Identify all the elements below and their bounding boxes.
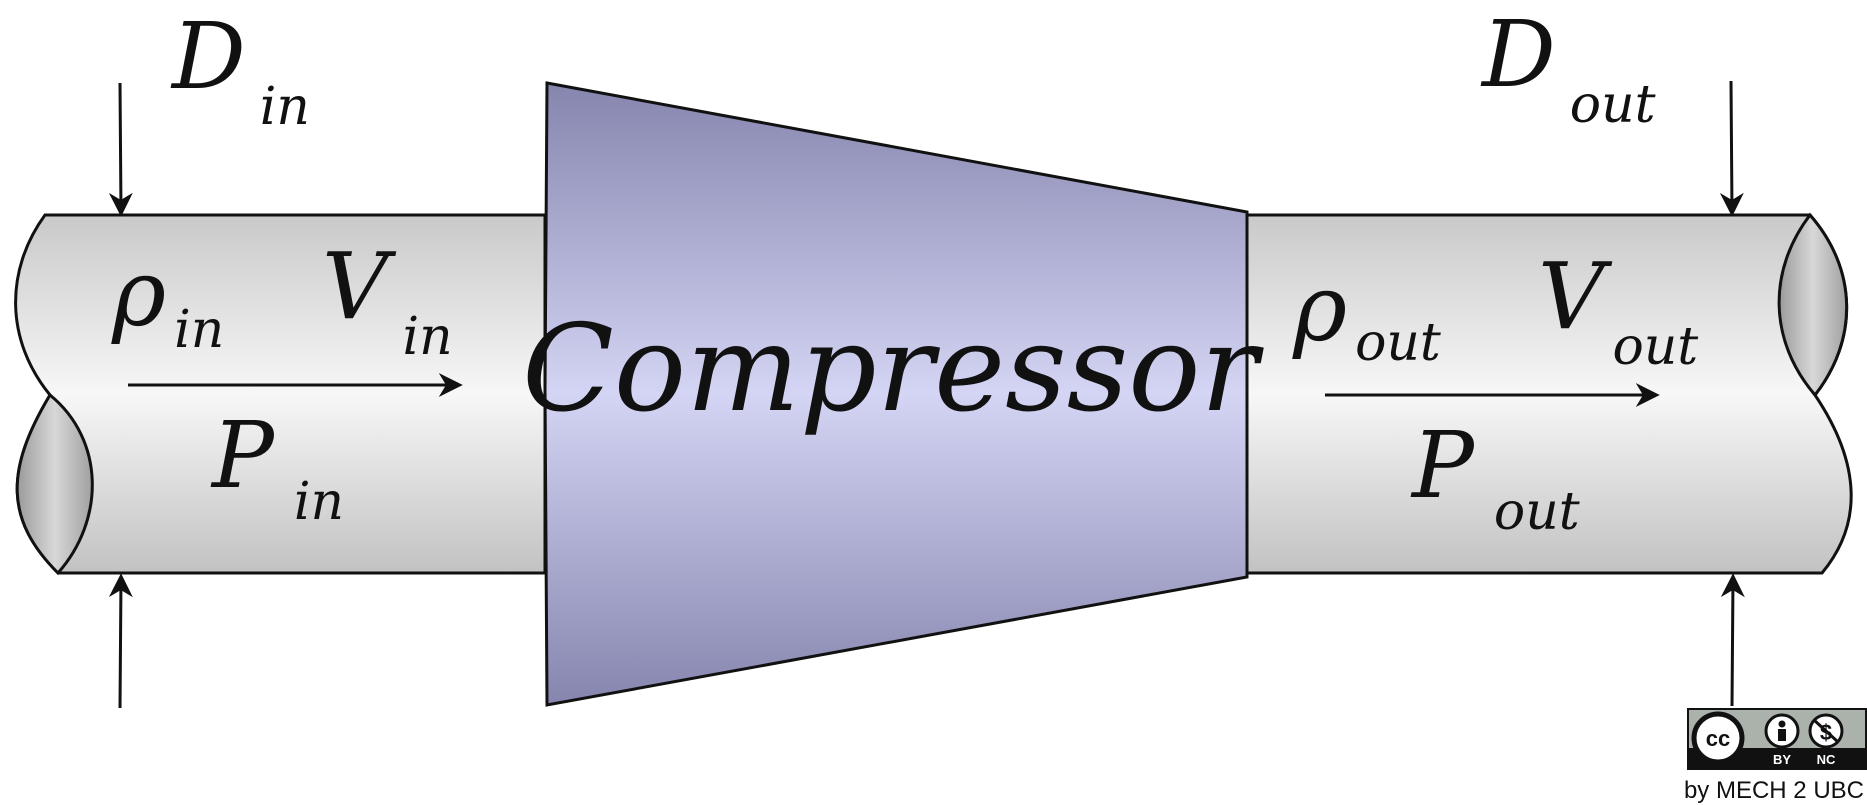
outlet-diameter-arrow-top (1719, 80, 1744, 217)
inlet-pipe-end-cap (15, 392, 94, 576)
attribution-person-icon (1764, 713, 1800, 749)
non-commercial-dollar-icon: $ (1808, 713, 1844, 749)
outlet-pipe-end-cap (1777, 212, 1849, 398)
outlet-diameter-arrow-bottom (1720, 573, 1745, 707)
inlet-diameter-arrow-bottom (108, 573, 133, 709)
cc-logo-icon: cc (1691, 711, 1745, 765)
cc-license-badge: cc $ BY NC (1687, 708, 1867, 770)
badge-by-text: BY (1773, 752, 1791, 767)
compressor-label: Compressor (522, 300, 1264, 439)
credit-text: by MECH 2 UBC (1684, 777, 1864, 804)
svg-text:cc: cc (1706, 726, 1730, 751)
inlet-diameter-arrow-top (108, 82, 133, 217)
compressor-body (543, 81, 1249, 707)
badge-nc-text: NC (1817, 752, 1836, 767)
inlet-pipe (14, 213, 547, 576)
